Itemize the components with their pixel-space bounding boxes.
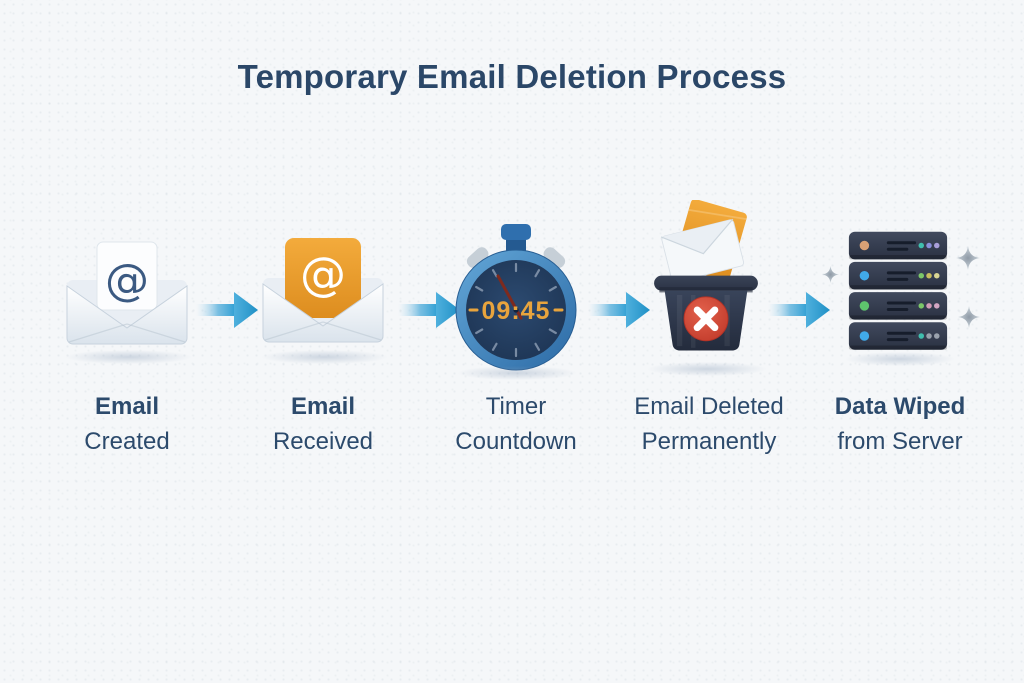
label-line: Received	[272, 428, 374, 455]
svg-text:@: @	[105, 255, 149, 306]
sparkle-icon	[822, 266, 839, 283]
label-line: Data Wiped	[834, 393, 966, 420]
page-title: Temporary Email Deletion Process	[237, 58, 787, 95]
flow-arrow-icon	[398, 292, 460, 328]
flow-arrow-icon	[588, 292, 650, 328]
label-line: Created	[84, 428, 170, 455]
sparkle-icon	[958, 306, 980, 328]
clock-ticks	[475, 262, 557, 358]
flow-arrow-icon	[768, 292, 830, 328]
label-line: from Server	[837, 428, 963, 455]
sparkle-icon	[956, 246, 980, 270]
step-label-email-created: Email Created	[17, 389, 237, 459]
icon-shadow	[648, 362, 766, 376]
label-line: Email	[290, 393, 356, 420]
server-unit	[848, 322, 948, 350]
label-line: Countdown	[455, 428, 577, 455]
open-envelope-orange-at-icon: @	[262, 238, 384, 343]
open-envelope-at-icon: @	[66, 241, 188, 345]
white-envelope-icon	[660, 218, 745, 283]
step-label-email-deleted: Email Deleted Permanently	[599, 389, 819, 459]
icon-shadow	[66, 350, 191, 364]
trash-delete-icon	[654, 200, 758, 351]
server-unit	[848, 292, 948, 320]
x-icon	[693, 306, 719, 332]
label-line: Email Deleted	[634, 393, 784, 420]
step-label-timer-countdown: Timer Countdown	[406, 389, 626, 459]
server-rack-icon	[848, 231, 948, 350]
timer-display: 09:45	[482, 297, 551, 325]
step-label-email-received: Email Received	[213, 389, 433, 459]
server-unit	[848, 231, 948, 260]
server-unit	[848, 261, 948, 290]
icon-shadow	[458, 366, 576, 380]
icon-shadow	[262, 350, 387, 364]
flow-arrow-icon	[196, 292, 258, 328]
stopwatch-icon: 09:45	[455, 224, 577, 371]
icon-shadow	[846, 352, 954, 366]
svg-text:@: @	[300, 247, 346, 301]
label-line: Email	[94, 393, 160, 420]
label-line: Timer	[485, 393, 547, 420]
label-line: Permanently	[641, 428, 777, 455]
step-label-data-wiped: Data Wiped from Server	[790, 389, 1010, 459]
